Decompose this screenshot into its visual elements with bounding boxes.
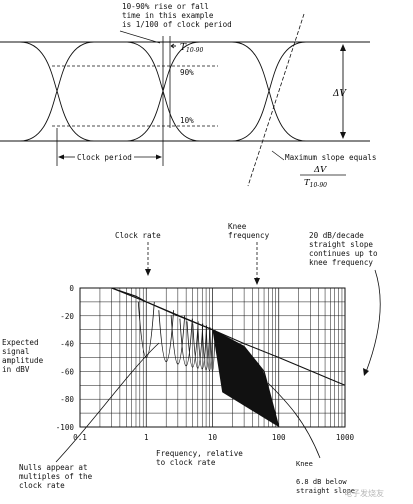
spectrum-chart: 0.1 1 10 100 1000 0 -20 -40 -60 -80 -100	[56, 284, 355, 442]
null-lobe	[209, 329, 216, 372]
knee-note-leader	[267, 382, 321, 459]
clock-period-arrowhead-right	[156, 154, 162, 160]
knee-note-line-1: Knee	[296, 460, 313, 468]
transition-rising-1	[19, 41, 95, 142]
max-slope-line-1: Maximum slope equals	[285, 153, 376, 162]
clock-period-label: Clock period	[77, 153, 132, 162]
y-label-line-2: signal	[2, 347, 29, 356]
max-slope-leader	[271, 150, 285, 161]
x-tick-label: 10	[208, 433, 218, 442]
slope-note-leader	[365, 269, 381, 373]
y-label-line-3: amplitude	[2, 356, 44, 365]
delta-v-arrowhead-bottom	[340, 132, 346, 139]
rise-annotation-leader	[119, 30, 161, 44]
slope-note-line-3: continues up to	[309, 249, 378, 258]
knee-label-line-2: frequency	[228, 231, 270, 240]
x-tick-label: 1	[144, 433, 149, 442]
rise-annotation-line-1: 10-90% rise or fall	[122, 2, 209, 11]
nulls-leader	[55, 342, 160, 463]
slope-note-line-2: straight slope	[309, 240, 373, 249]
max-slope-numerator: ΔV	[313, 165, 327, 175]
x-tick-label: 0.1	[73, 433, 87, 442]
level-10-label: 10%	[180, 116, 194, 125]
null-lobe	[186, 321, 199, 368]
t1090-arrow	[170, 43, 176, 49]
slope-note-line-1: 20 dB/decade	[309, 231, 364, 240]
eye-diagram: 10-90% rise or fall time in this example…	[0, 2, 376, 189]
tick-labels: 0.1 1 10 100 1000 0 -20 -40 -60 -80 -100	[56, 284, 355, 442]
null-lobe	[192, 323, 204, 369]
null-lobe	[201, 326, 211, 371]
y-tick-label: 0	[69, 284, 74, 293]
level-90-label: 90%	[180, 68, 194, 77]
delta-v-arrowhead-top	[340, 44, 346, 51]
knee-frequency-arrowhead	[254, 278, 260, 285]
y-tick-label: -60	[60, 367, 74, 376]
y-label-line-4: in dBV	[2, 365, 30, 374]
clock-rate-arrowhead	[145, 269, 151, 276]
nulls-note-line-1: Nulls appear at	[19, 463, 88, 472]
clock-period-arrowhead-left	[58, 154, 64, 160]
x-label-line-1: Frequency, relative	[156, 449, 243, 458]
max-slope-denominator: T10-90	[304, 178, 327, 189]
t1090-label: T10-90	[180, 43, 203, 54]
null-lobe	[137, 301, 155, 358]
slope-note-line-4: knee frequency	[309, 258, 373, 267]
y-tick-label: -100	[56, 423, 75, 432]
chart-annotations: Clock rate Knee frequency 20 dB/decade s…	[2, 222, 384, 498]
series-actual-envelope	[111, 287, 280, 428]
max-slope-line	[247, 13, 305, 187]
transition-rising-3	[231, 41, 307, 142]
slope-note-arrowhead	[363, 368, 369, 376]
knee-note-line-2: 6.8 dB below	[296, 478, 347, 486]
knee-note-line-3: straight slope	[296, 487, 355, 495]
x-tick-label: 1000	[336, 433, 355, 442]
nulls-note-line-3: clock rate	[19, 481, 65, 490]
y-tick-label: -80	[60, 395, 74, 404]
knee-label-line-1: Knee	[228, 222, 247, 231]
null-lobe	[205, 328, 214, 371]
x-tick-label: 100	[272, 433, 286, 442]
y-tick-label: -20	[60, 312, 74, 321]
knee-region-fill	[212, 329, 279, 427]
grid	[80, 288, 345, 427]
watermark: 电子发烧友	[344, 488, 384, 498]
rise-annotation-line-3: is 1/100 of clock period	[122, 20, 232, 29]
y-tick-label: -40	[60, 340, 74, 349]
null-lobe	[179, 318, 193, 367]
nulls-note-line-2: multiples of the	[19, 472, 93, 481]
y-label-line-1: Expected	[2, 338, 39, 347]
x-label-line-2: to clock rate	[156, 458, 216, 467]
null-lobe	[197, 325, 207, 370]
rise-annotation-line-2: time in this example	[122, 11, 214, 20]
null-lobes	[137, 301, 216, 372]
delta-v-label: ΔV	[332, 89, 347, 99]
null-lobe	[170, 315, 186, 365]
clock-rate-label: Clock rate	[115, 231, 161, 240]
